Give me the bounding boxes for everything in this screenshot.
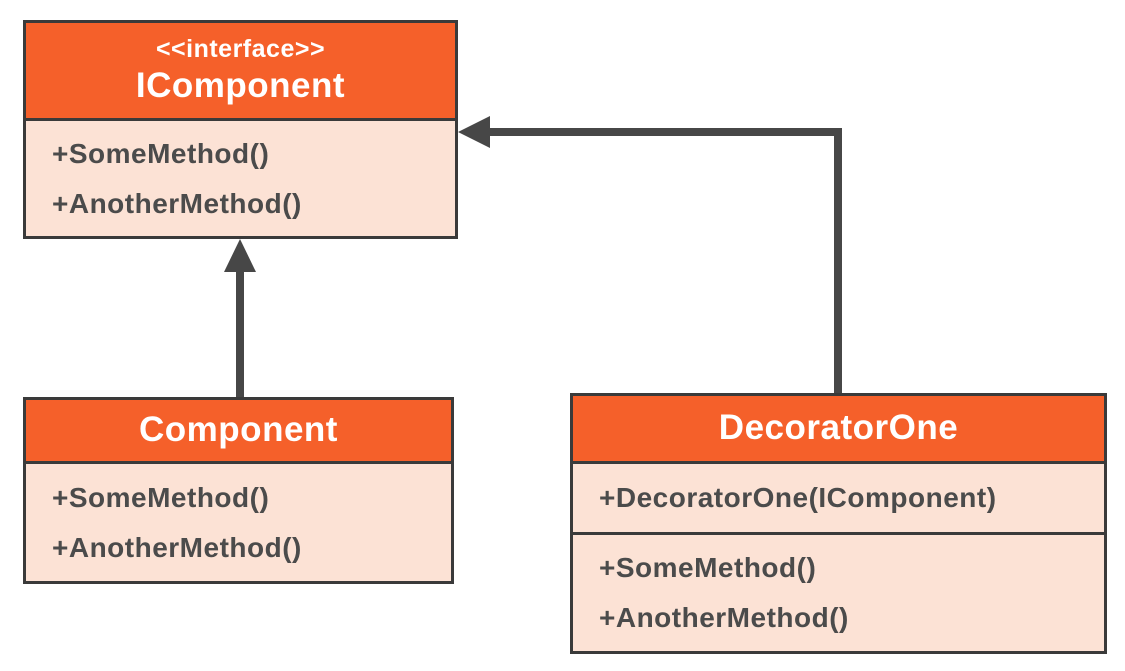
class-header: <<interface>> IComponent [26, 23, 455, 121]
constructor-label: +DecoratorOne(IComponent) [599, 482, 997, 513]
decoratorone-to-icomponent-arrow [458, 116, 842, 393]
arrowhead-left-icon [458, 116, 490, 148]
class-box-decoratorone: DecoratorOne +DecoratorOne(IComponent) +… [570, 393, 1107, 654]
class-header: Component [26, 400, 451, 464]
arrowhead-up-icon [224, 239, 256, 272]
stereotype-label: <<interface>> [155, 35, 326, 64]
class-name: DecoratorOne [718, 408, 959, 448]
method-label: +AnotherMethod() [599, 602, 849, 633]
method-label: +SomeMethod() [52, 481, 270, 513]
class-header: DecoratorOne [573, 396, 1104, 464]
method-label: +SomeMethod() [599, 552, 817, 583]
method-label: +AnotherMethod() [52, 187, 302, 219]
methods-section: +SomeMethod() +AnotherMethod() [26, 464, 451, 581]
class-name: IComponent [135, 66, 346, 106]
component-to-icomponent-arrow [224, 239, 256, 397]
constructor-section: +DecoratorOne(IComponent) [573, 464, 1104, 535]
class-box-component: Component +SomeMethod() +AnotherMethod() [23, 397, 454, 584]
method-label: +AnotherMethod() [52, 531, 302, 563]
methods-section: +SomeMethod() +AnotherMethod() [573, 535, 1104, 651]
class-box-icomponent: <<interface>> IComponent +SomeMethod() +… [23, 20, 458, 239]
methods-section: +SomeMethod() +AnotherMethod() [26, 121, 455, 236]
class-name: Component [139, 410, 338, 450]
arrow-shaft [484, 128, 842, 393]
method-label: +SomeMethod() [52, 137, 270, 169]
